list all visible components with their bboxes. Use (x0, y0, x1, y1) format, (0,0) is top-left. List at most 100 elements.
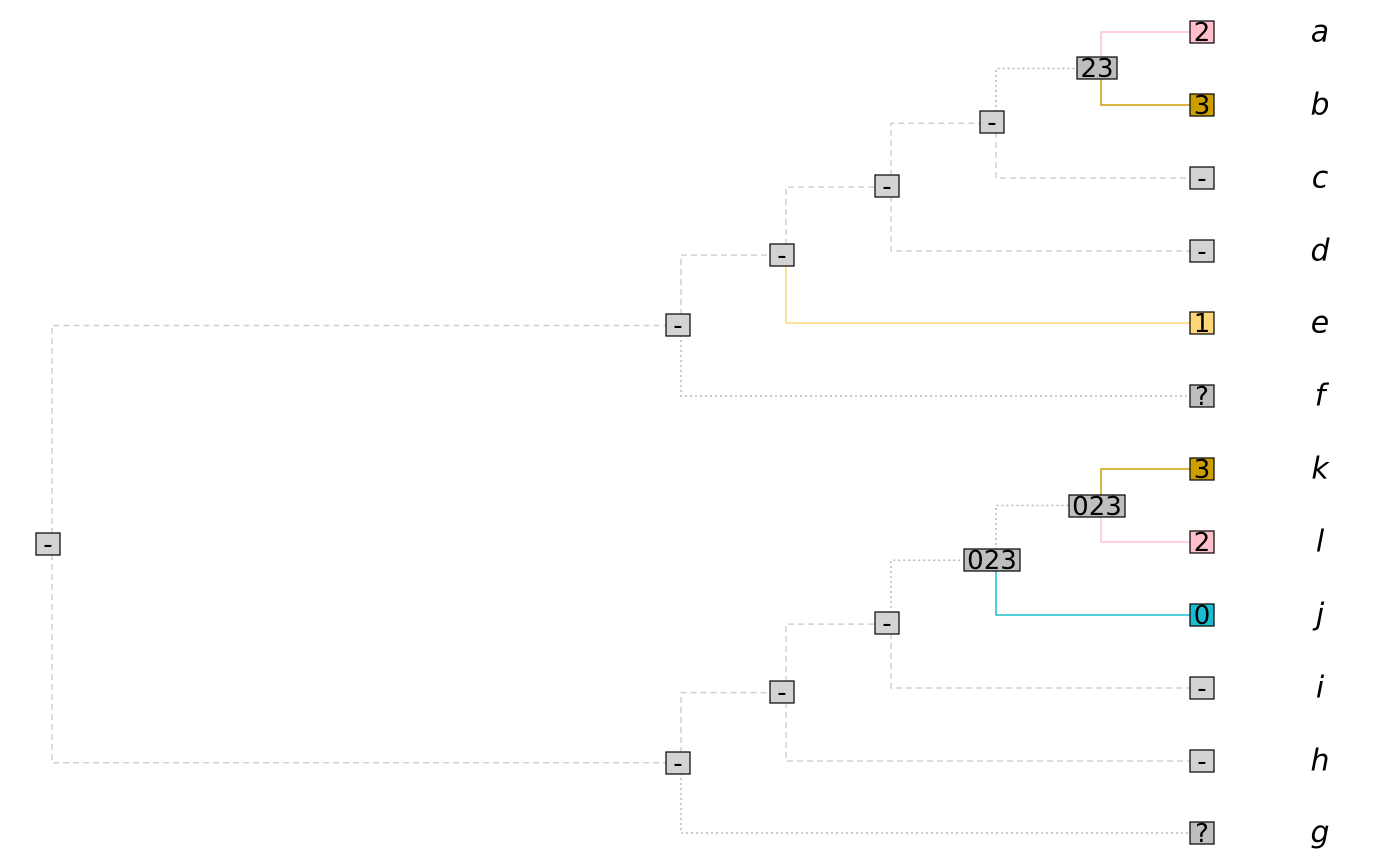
node-n_bottom: - (665, 749, 691, 779)
tip-label-c: c (1312, 161, 1329, 196)
node-h: - (1189, 747, 1215, 777)
tip-label-f: f (1315, 379, 1330, 414)
node-n_kljih: - (769, 678, 795, 708)
node-e: 1 (1189, 309, 1215, 339)
node-state-b: 3 (1194, 91, 1211, 121)
edge-n_klji-n_klj (890, 559, 996, 623)
node-box-n_abc (979, 110, 1005, 134)
tip-label-g: g (1310, 816, 1329, 851)
node-box-n_klj (963, 548, 1021, 572)
node-i: - (1189, 674, 1215, 704)
node-state-n_top: - (673, 311, 682, 341)
tip-label-e: e (1311, 306, 1329, 341)
node-box-n_kljih (769, 680, 795, 704)
node-box-n_abcd (874, 174, 900, 198)
node-n_klj: 023 (963, 546, 1021, 576)
edge-n_bottom-g (680, 763, 1202, 834)
tip-label-b: b (1310, 88, 1329, 123)
edge-n_ab-b (1100, 68, 1202, 106)
node-f: ? (1189, 382, 1215, 412)
edge-n_kljih-n_klji (785, 623, 891, 692)
node-box-n_bottom (665, 751, 691, 775)
node-box-e (1189, 311, 1215, 335)
node-state-c: - (1197, 164, 1206, 194)
node-n_klji: - (874, 609, 900, 639)
node-a: 2 (1189, 18, 1215, 48)
node-state-a: 2 (1194, 18, 1211, 48)
edge-n_bottom-n_kljih (680, 691, 786, 763)
node-state-n_kl: 023 (1072, 492, 1122, 522)
node-box-root (35, 532, 61, 556)
edge-n_top-n_abcde (680, 254, 786, 325)
edge-n_klj-j (995, 560, 1202, 616)
node-box-b (1189, 93, 1215, 117)
node-c: - (1189, 164, 1215, 194)
node-state-g: ? (1195, 819, 1209, 849)
edge-n_abc-c (995, 122, 1202, 179)
edge-root-n_top (51, 324, 681, 544)
edge-n_kl-k (1100, 468, 1202, 506)
node-j: 0 (1189, 601, 1215, 631)
node-n_abc: - (979, 108, 1005, 138)
tip-label-k: k (1311, 452, 1330, 487)
edge-n_top-f (680, 325, 1202, 397)
node-state-n_bottom: - (673, 749, 682, 779)
node-state-e: 1 (1194, 309, 1211, 339)
tip-label-d: d (1310, 234, 1330, 269)
node-state-f: ? (1195, 382, 1209, 412)
node-box-n_klji (874, 611, 900, 635)
edge-n_ab-a (1100, 31, 1202, 68)
node-state-d: - (1197, 237, 1206, 267)
edge-n_abcde-e (785, 255, 1202, 324)
node-box-d (1189, 239, 1215, 263)
node-state-l: 2 (1194, 528, 1211, 558)
node-box-h (1189, 749, 1215, 773)
node-state-n_klji: - (882, 609, 891, 639)
node-state-n_kljih: - (777, 678, 786, 708)
node-state-k: 3 (1194, 455, 1211, 485)
node-box-n_top (665, 313, 691, 337)
node-box-j (1189, 603, 1215, 627)
node-n_abcd: - (874, 172, 900, 202)
edge-n_abcd-n_abc (890, 122, 996, 186)
tip-label-l: l (1316, 525, 1325, 560)
node-b: 3 (1189, 91, 1215, 121)
node-state-h: - (1197, 747, 1206, 777)
node-k: 3 (1189, 455, 1215, 485)
node-box-n_kl (1068, 494, 1126, 518)
node-n_kl: 023 (1068, 492, 1126, 522)
node-state-n_klj: 023 (967, 546, 1017, 576)
edge-n_kl-l (1100, 506, 1202, 543)
node-state-n_abc: - (987, 108, 996, 138)
node-box-a (1189, 20, 1215, 44)
node-n_abcde: - (769, 241, 795, 271)
node-state-root: - (43, 530, 52, 560)
node-g: ? (1189, 819, 1215, 849)
tree-edges (51, 31, 1202, 834)
node-state-n_abcde: - (777, 241, 786, 271)
node-box-n_abcde (769, 243, 795, 267)
node-n_ab: 23 (1076, 54, 1118, 84)
node-l: 2 (1189, 528, 1215, 558)
node-box-k (1189, 457, 1215, 481)
tip-label-j: j (1312, 598, 1325, 633)
node-state-n_ab: 23 (1080, 54, 1113, 84)
node-box-g (1189, 821, 1215, 845)
node-box-i (1189, 676, 1215, 700)
edge-n_abcde-n_abcd (785, 186, 891, 255)
node-box-f (1189, 384, 1215, 408)
node-d: - (1189, 237, 1215, 267)
node-n_top: - (665, 311, 691, 341)
edge-n_abcd-d (890, 186, 1202, 252)
node-root: - (35, 530, 61, 560)
edge-n_kljih-h (785, 692, 1202, 762)
node-box-l (1189, 530, 1215, 554)
tip-label-a: a (1311, 15, 1329, 50)
edge-n_klji-i (890, 623, 1202, 689)
node-box-c (1189, 166, 1215, 190)
node-state-n_abcd: - (882, 172, 891, 202)
edge-root-n_bottom (51, 544, 681, 764)
